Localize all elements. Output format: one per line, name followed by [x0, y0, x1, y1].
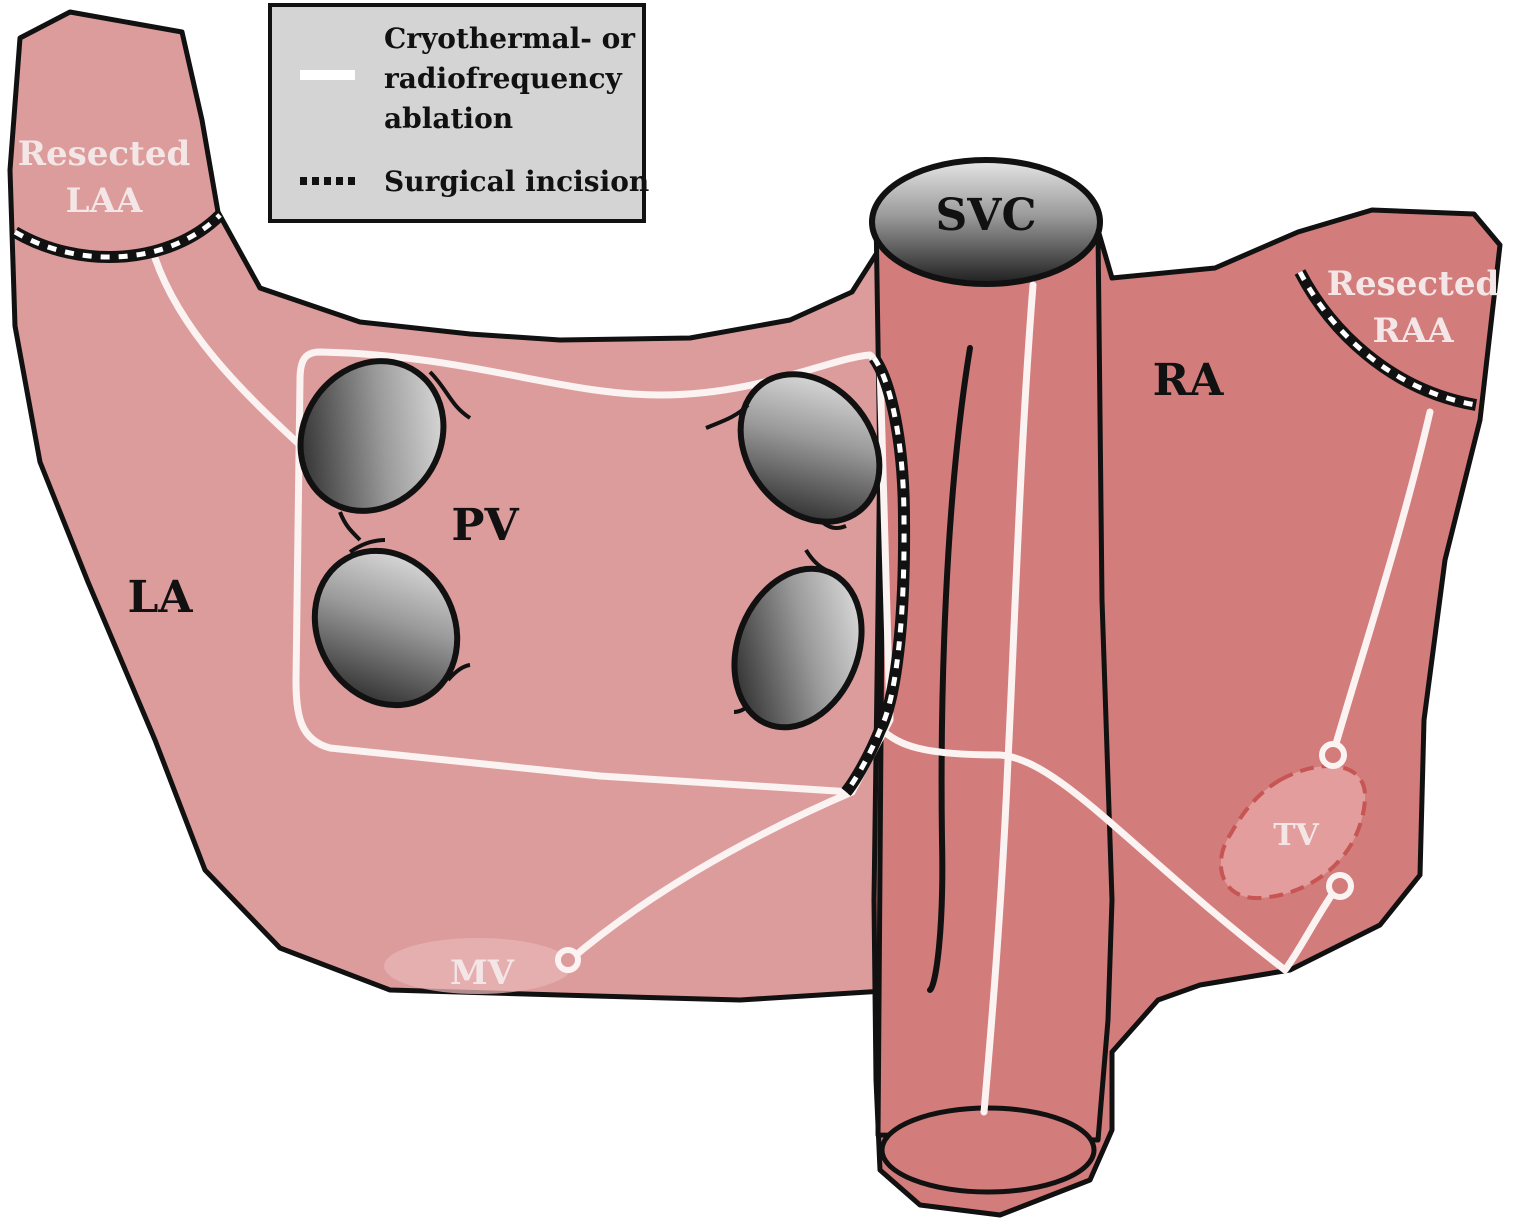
- legend-ablation-text-line1: Cryothermal- or: [384, 22, 636, 55]
- legend-incision-text: Surgical incision: [384, 165, 649, 198]
- ablation-svc-line: [980, 281, 1037, 1116]
- mitral-valve: [384, 938, 572, 994]
- pulmonary-vein-left-lower: [311, 538, 471, 709]
- pulmonary-vein-right-lower: [731, 548, 865, 731]
- resected-laa-label-line2: LAA: [66, 181, 143, 221]
- tv-lower-ablation-endpoint: [1326, 872, 1354, 900]
- ablation-lines: [151, 254, 1434, 1116]
- svc-opening: [869, 157, 1103, 287]
- resected-raa-label-line2: RAA: [1372, 311, 1454, 351]
- la-label: LA: [127, 572, 193, 623]
- ablation-raa-line: [1329, 408, 1434, 758]
- atrial-incision: [841, 354, 911, 796]
- legend: Cryothermal- or radiofrequency ablation …: [268, 3, 649, 223]
- pulmonary-veins: [297, 358, 883, 731]
- pulmonary-vein-left-upper: [297, 358, 472, 542]
- tv-label: TV: [1273, 818, 1319, 853]
- legend-box: [268, 3, 646, 223]
- raa-resection-incision: [1294, 269, 1478, 411]
- ivc-opening: [879, 1105, 1097, 1195]
- vena-cava: [873, 212, 1115, 1143]
- ra-label: RA: [1153, 355, 1225, 406]
- pv-label: PV: [451, 500, 519, 551]
- ablation-endpoints: [555, 741, 1354, 973]
- surgical-incisions: [11, 210, 1478, 796]
- mv-ablation-endpoint: [555, 947, 581, 973]
- mv-label: MV: [450, 953, 515, 993]
- vena-cava-inner-line: [927, 345, 973, 993]
- laa-resection-incision: [11, 210, 225, 264]
- ablation-laa-line: [151, 254, 304, 449]
- tv-upper-ablation-endpoint: [1319, 741, 1347, 769]
- resected-laa-label-line1: Resected: [18, 134, 190, 174]
- resected-raa-label-line1: Resected: [1327, 264, 1499, 304]
- ablation-pv-box: [292, 348, 894, 796]
- tricuspid-valve: [1218, 764, 1368, 901]
- legend-ablation-text-line3: ablation: [384, 102, 513, 135]
- svc-label: SVC: [936, 190, 1037, 241]
- ablation-mitral-line: [566, 788, 856, 964]
- pulmonary-vein-right-upper: [705, 371, 883, 530]
- legend-ablation-text-line2: radiofrequency: [384, 62, 623, 95]
- ablation-cross-line: [878, 726, 1342, 974]
